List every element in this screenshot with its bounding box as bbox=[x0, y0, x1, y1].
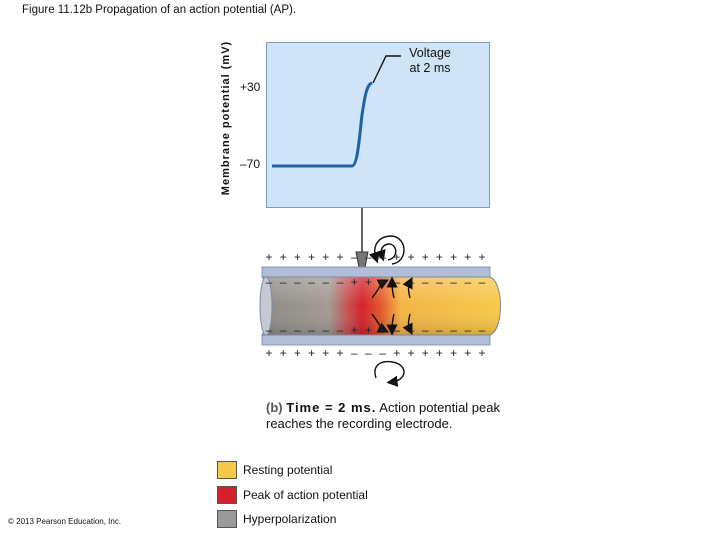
charge-inner-bottom: – bbox=[337, 323, 344, 337]
charge-outer-top: + bbox=[450, 250, 457, 264]
charge-outer-top: + bbox=[280, 250, 287, 264]
charge-inner-bottom: – bbox=[266, 323, 273, 337]
tick-label-minus70: –70 bbox=[240, 157, 261, 171]
charge-outer-bottom: + bbox=[294, 346, 301, 360]
charge-outer-bottom: + bbox=[407, 346, 414, 360]
charge-inner-top: + bbox=[379, 275, 386, 289]
charge-outer-bottom: + bbox=[280, 346, 287, 360]
current-loops-bottom bbox=[374, 360, 405, 387]
charge-inner-bottom: – bbox=[479, 323, 486, 337]
charge-inner-top: – bbox=[422, 275, 429, 289]
charge-inner-top: – bbox=[479, 275, 486, 289]
charge-inner-top: – bbox=[294, 275, 301, 289]
charge-outer-top: + bbox=[393, 250, 400, 264]
legend-label-resting: Resting potential bbox=[243, 463, 333, 477]
voltage-pointer-line bbox=[372, 55, 401, 84]
legend-label-hyperpolarization: Hyperpolarization bbox=[243, 512, 337, 526]
charge-inner-top: – bbox=[393, 275, 400, 289]
charge-outer-bottom: + bbox=[322, 346, 329, 360]
legend-item-hyperpolarization: Hyperpolarization bbox=[217, 510, 336, 528]
charge-inner-bottom: – bbox=[450, 323, 457, 337]
caption-heading: Time = 2 ms. bbox=[286, 400, 377, 415]
charge-outer-bottom: + bbox=[336, 346, 343, 360]
legend-item-resting: Resting potential bbox=[217, 461, 332, 479]
charge-outer-bottom: + bbox=[265, 346, 272, 360]
charge-outer-bottom: + bbox=[478, 346, 485, 360]
charge-outer-top: + bbox=[294, 250, 301, 264]
charge-inner-top: – bbox=[337, 275, 344, 289]
charge-inner-top: – bbox=[266, 275, 273, 289]
charge-outer-bottom: – bbox=[365, 346, 372, 360]
charge-inner-top: + bbox=[365, 275, 372, 289]
charge-inner-bottom: – bbox=[294, 323, 301, 337]
legend-swatch-hyperpolarization bbox=[217, 510, 237, 528]
figure-caption: (b) Time = 2 ms. Action potential peak r… bbox=[266, 400, 516, 432]
tick-label-plus30: +30 bbox=[240, 80, 261, 94]
charge-outer-top: + bbox=[464, 250, 471, 264]
charge-outer-top: – bbox=[351, 250, 358, 264]
legend-label-peak: Peak of action potential bbox=[243, 488, 368, 502]
charge-inner-top: – bbox=[322, 275, 329, 289]
charge-inner-bottom: – bbox=[436, 323, 443, 337]
charge-outer-bottom: + bbox=[450, 346, 457, 360]
voltage-annotation-line2: at 2 ms bbox=[409, 61, 451, 75]
charge-inner-top: – bbox=[308, 275, 315, 289]
caption-tag: (b) bbox=[266, 400, 283, 415]
charge-inner-top: – bbox=[450, 275, 457, 289]
charge-outer-top: – bbox=[379, 250, 386, 264]
charge-inner-bottom: – bbox=[408, 323, 415, 337]
charge-inner-bottom: – bbox=[280, 323, 287, 337]
caption-text: Action potential peak reaches the record… bbox=[266, 400, 500, 431]
charge-outer-top: – bbox=[365, 250, 372, 264]
charge-inner-bottom: + bbox=[351, 323, 358, 337]
current-loops-top bbox=[368, 235, 405, 265]
charge-inner-top: + bbox=[351, 275, 358, 289]
charge-outer-top: + bbox=[308, 250, 315, 264]
axon-cut-end bbox=[259, 276, 273, 336]
voltage-annotation: Voltage at 2 ms bbox=[398, 46, 462, 76]
legend-item-peak: Peak of action potential bbox=[217, 486, 368, 504]
charge-outer-top: + bbox=[422, 250, 429, 264]
action-potential-trace bbox=[272, 81, 373, 168]
charge-inner-bottom: + bbox=[379, 323, 386, 337]
copyright-notice: © 2013 Pearson Education, Inc. bbox=[8, 517, 122, 526]
charge-outer-bottom: + bbox=[393, 346, 400, 360]
voltage-annotation-line1: Voltage bbox=[409, 46, 451, 60]
charge-outer-top: + bbox=[478, 250, 485, 264]
charge-inner-bottom: – bbox=[322, 323, 329, 337]
charge-outer-bottom: + bbox=[436, 346, 443, 360]
charge-inner-bottom: – bbox=[393, 323, 400, 337]
charge-outer-top: + bbox=[265, 250, 272, 264]
charge-inner-top: – bbox=[436, 275, 443, 289]
charge-outer-top: + bbox=[436, 250, 443, 264]
membrane-charges: ++++++–––+++++++––––––+++–––––––––––––++… bbox=[265, 250, 485, 360]
charge-inner-bottom: + bbox=[365, 323, 372, 337]
legend-swatch-peak bbox=[217, 486, 237, 504]
current-loops-inside bbox=[371, 276, 413, 336]
legend-swatch-resting bbox=[217, 461, 237, 479]
plot-panel bbox=[266, 42, 490, 208]
charge-outer-bottom: + bbox=[464, 346, 471, 360]
charge-inner-top: – bbox=[464, 275, 471, 289]
charge-outer-top: + bbox=[336, 250, 343, 264]
charge-outer-bottom: + bbox=[308, 346, 315, 360]
charge-inner-bottom: – bbox=[422, 323, 429, 337]
charge-inner-top: – bbox=[408, 275, 415, 289]
charge-outer-top: + bbox=[322, 250, 329, 264]
charge-inner-bottom: – bbox=[464, 323, 471, 337]
charge-outer-bottom: + bbox=[422, 346, 429, 360]
charge-inner-top: – bbox=[280, 275, 287, 289]
charge-outer-bottom: – bbox=[351, 346, 358, 360]
charge-outer-top: + bbox=[407, 250, 414, 264]
figure-title: Figure 11.12b Propagation of an action p… bbox=[22, 4, 297, 16]
charge-inner-bottom: – bbox=[308, 323, 315, 337]
charge-outer-bottom: – bbox=[379, 346, 386, 360]
